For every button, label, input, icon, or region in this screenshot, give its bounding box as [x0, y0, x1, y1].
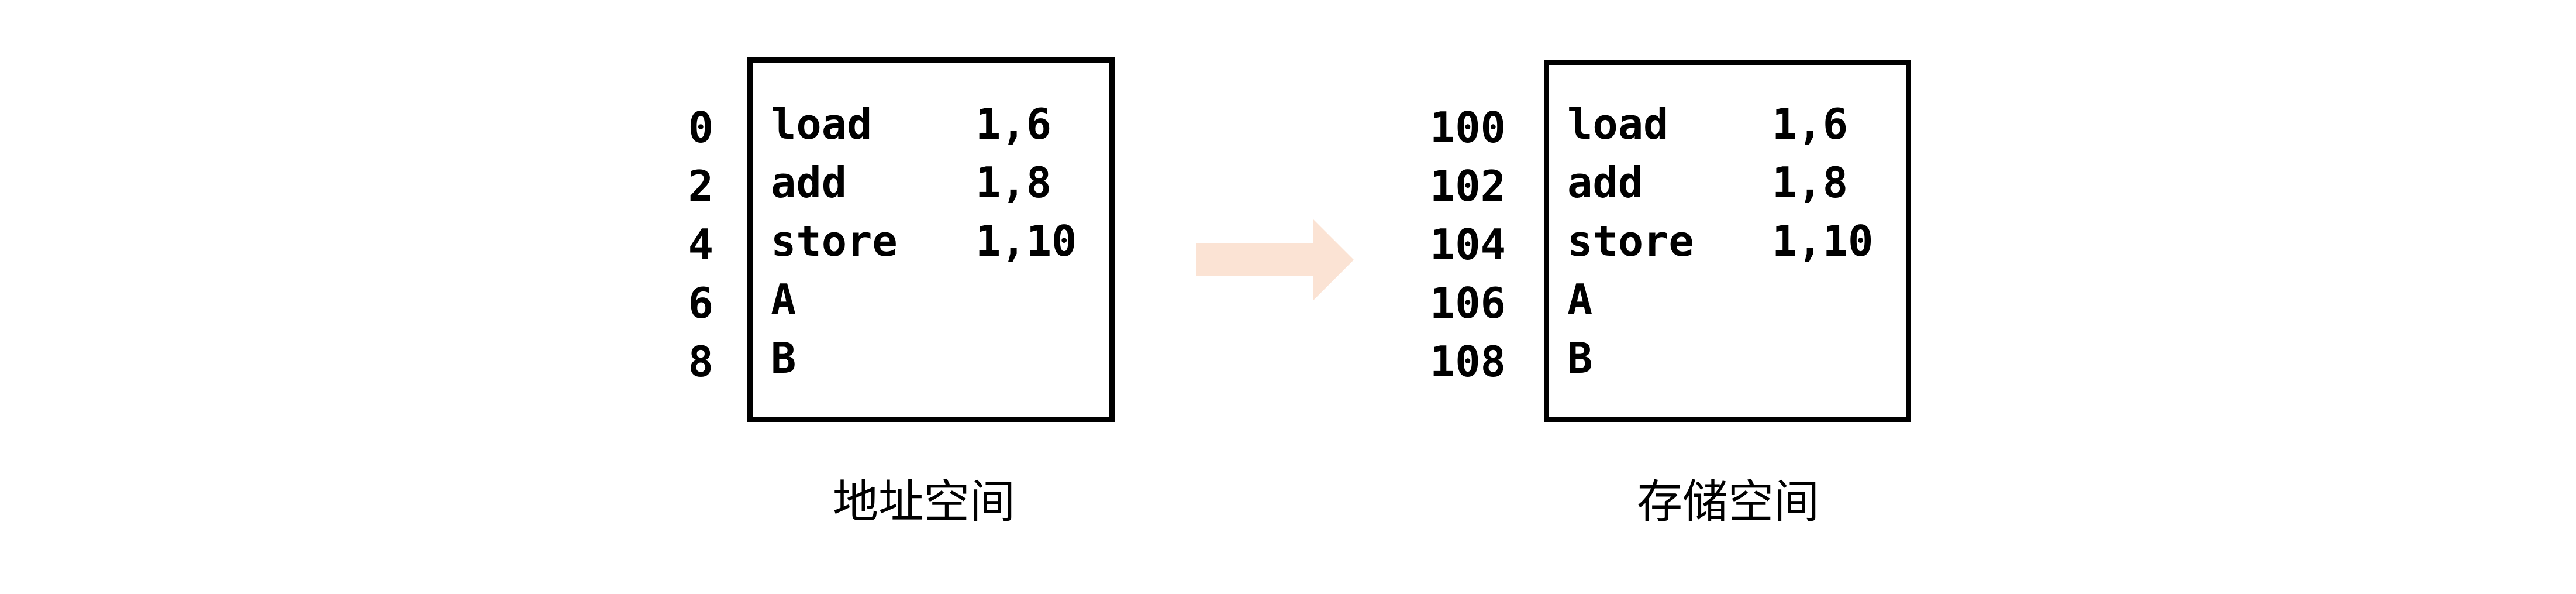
instruction: store — [1567, 217, 1694, 266]
memory-row: B — [771, 329, 1098, 387]
operand: 1,8 — [1772, 158, 1849, 207]
operand: 1,6 — [975, 99, 1052, 149]
memory-row: B — [1567, 329, 1895, 387]
instruction: A — [771, 275, 796, 324]
right-arrow-icon — [1196, 219, 1354, 301]
memory-row: add 1,8 — [1567, 153, 1895, 212]
instruction: add — [771, 158, 847, 207]
left-address-column: 0 2 4 6 8 — [667, 98, 713, 391]
memory-row: A — [1567, 270, 1895, 329]
left-caption: 地址空间 — [832, 476, 1015, 528]
memory-row: store 1,10 — [771, 212, 1098, 270]
address-label: 8 — [688, 337, 713, 386]
address-label: 6 — [688, 279, 713, 328]
instruction: store — [771, 217, 898, 266]
instruction: load — [771, 99, 873, 149]
right-address-column: 100 102 104 106 108 — [1409, 98, 1506, 391]
memory-row: load 1,6 — [1567, 95, 1895, 153]
address-label: 106 — [1429, 279, 1506, 328]
left-memory-rows: load 1,6 add 1,8 store 1,10 A B — [771, 95, 1098, 387]
arrow-shape — [1196, 219, 1354, 301]
right-caption: 存储空间 — [1636, 476, 1819, 528]
right-memory-box — [1544, 60, 1911, 422]
memory-row: add 1,8 — [771, 153, 1098, 212]
address-label: 4 — [688, 220, 713, 269]
operand: 1,10 — [1772, 217, 1874, 266]
instruction: B — [1567, 334, 1593, 383]
right-memory-rows: load 1,6 add 1,8 store 1,10 A B — [1567, 95, 1895, 387]
memory-row: A — [771, 270, 1098, 329]
address-label: 108 — [1429, 337, 1506, 386]
instruction: B — [771, 334, 796, 383]
address-label: 100 — [1429, 103, 1506, 152]
memory-row: load 1,6 — [771, 95, 1098, 153]
memory-row: store 1,10 — [1567, 212, 1895, 270]
operand: 1,10 — [975, 217, 1077, 266]
left-memory-box — [747, 57, 1115, 422]
address-label: 0 — [688, 103, 713, 152]
operand: 1,8 — [975, 158, 1052, 207]
address-label: 104 — [1429, 220, 1506, 269]
address-label: 102 — [1429, 162, 1506, 211]
instruction: load — [1567, 99, 1669, 149]
instruction: A — [1567, 275, 1593, 324]
instruction: add — [1567, 158, 1644, 207]
address-label: 2 — [688, 162, 713, 211]
operand: 1,6 — [1772, 99, 1849, 149]
